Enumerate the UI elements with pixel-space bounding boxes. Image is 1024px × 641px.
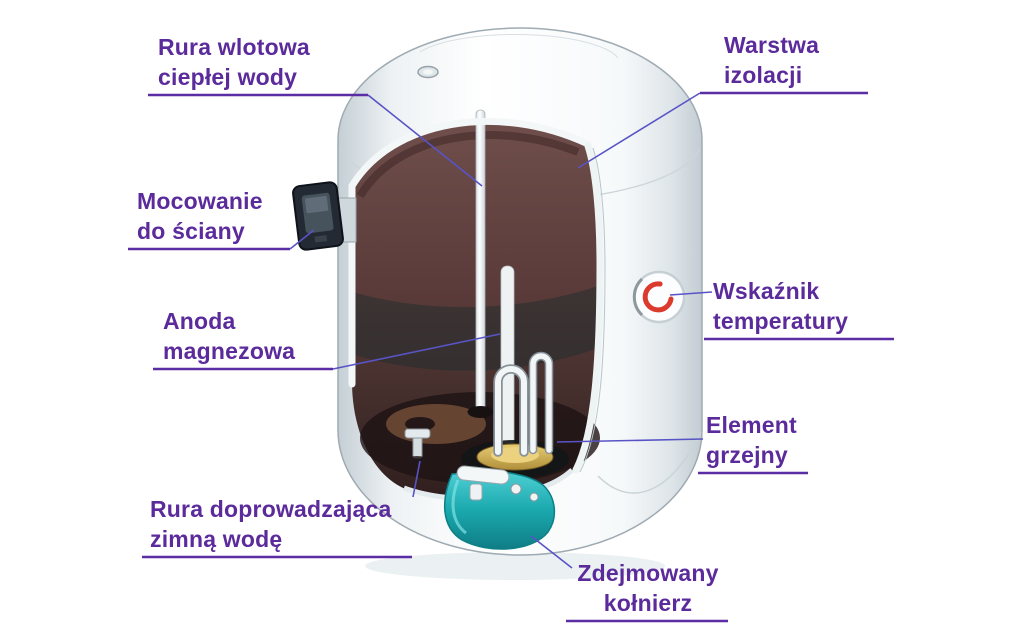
cut-rim-left <box>348 117 592 388</box>
dome-top-seam <box>419 33 619 59</box>
wall-bracket-slot-highlight <box>304 196 329 214</box>
heating-element-tube <box>495 366 527 455</box>
cut-rim-right-line <box>579 147 606 473</box>
label-flange-line1: Zdejmowany <box>577 560 719 586</box>
label-heating-element: Element grzejny <box>706 410 797 470</box>
heating-element <box>493 351 554 457</box>
hot-water-pipe <box>475 109 486 413</box>
flange-cover-highlight <box>451 479 467 535</box>
annotation-lines <box>128 91 894 623</box>
label-cold-inlet-line2: zimną wodę <box>150 526 283 552</box>
flange-bolt-1 <box>510 483 522 495</box>
label-wall-mount: Mocowanie do ściany <box>137 186 263 246</box>
cavity-top-shadow <box>356 130 580 199</box>
label-temp-gauge-line2: temperatury <box>713 308 849 334</box>
wall-bracket-notch <box>314 235 328 243</box>
leader-temp-gauge <box>669 291 713 296</box>
leader-insulation <box>577 92 701 169</box>
cold-water-fitting <box>404 428 431 464</box>
gauge-needle <box>642 281 674 313</box>
label-heating-element-line1: Element <box>706 412 797 438</box>
water-heater-illustration <box>292 27 703 580</box>
label-temp-gauge-line1: Wskaźnik <box>713 278 820 304</box>
label-insulation: Warstwa izolacji <box>724 30 819 90</box>
flange-cover-stub <box>469 483 483 501</box>
heating-element-tube2 <box>530 353 552 453</box>
floor-hole <box>405 417 435 431</box>
label-anode-line2: magnezowa <box>163 338 296 364</box>
leader-wall-mount <box>289 229 315 250</box>
wall-bracket <box>292 181 357 251</box>
hot-water-pipe-fitting <box>467 406 494 418</box>
ground-shadow <box>365 552 665 580</box>
label-flange-line2: kołnierz <box>603 590 693 616</box>
anode-rod <box>500 265 515 463</box>
temperature-gauge <box>632 270 686 324</box>
top-vent-hole-inner <box>423 69 433 75</box>
label-insulation-line1: Warstwa <box>724 32 820 58</box>
cut-rim-right <box>572 142 604 474</box>
label-wall-mount-line2: do ściany <box>137 218 245 244</box>
label-wall-mount-line1: Mocowanie <box>137 188 263 214</box>
label-cold-inlet: Rura doprowadzająca zimną wodę <box>150 494 392 554</box>
leader-flange <box>530 535 573 569</box>
gauge-needle-dot <box>657 281 663 287</box>
leader-heating-element <box>556 438 704 443</box>
label-cold-inlet-line1: Rura doprowadzająca <box>150 496 392 522</box>
leader-hot-inlet <box>367 94 483 187</box>
label-temp-gauge: Wskaźnik temperatury <box>713 276 848 336</box>
leader-anode <box>332 333 501 370</box>
label-hot-water-inlet-line1: Rura wlotowa <box>158 34 310 60</box>
label-hot-water-inlet: Rura wlotowa ciepłej wody <box>158 32 310 92</box>
cold-fitting-cap <box>404 428 431 439</box>
label-anode-line1: Anoda <box>163 308 236 334</box>
label-flange: Zdejmowany kołnierz <box>566 558 730 618</box>
flange-bolt-2 <box>529 492 539 502</box>
removable-flange-cover <box>443 465 556 550</box>
gauge-rim-shade <box>632 277 644 317</box>
label-anode: Anoda magnezowa <box>163 306 295 366</box>
label-insulation-line2: izolacji <box>724 62 803 88</box>
label-hot-water-inlet-line2: ciepłej wody <box>158 64 298 90</box>
water-band <box>352 286 598 371</box>
flange-cover-pipe <box>456 465 510 485</box>
label-heating-element-line2: grzejny <box>706 442 788 468</box>
leader-cold-inlet <box>412 460 421 498</box>
cold-fitting-shadow <box>407 456 427 464</box>
shell-bottom-seam <box>597 431 702 494</box>
